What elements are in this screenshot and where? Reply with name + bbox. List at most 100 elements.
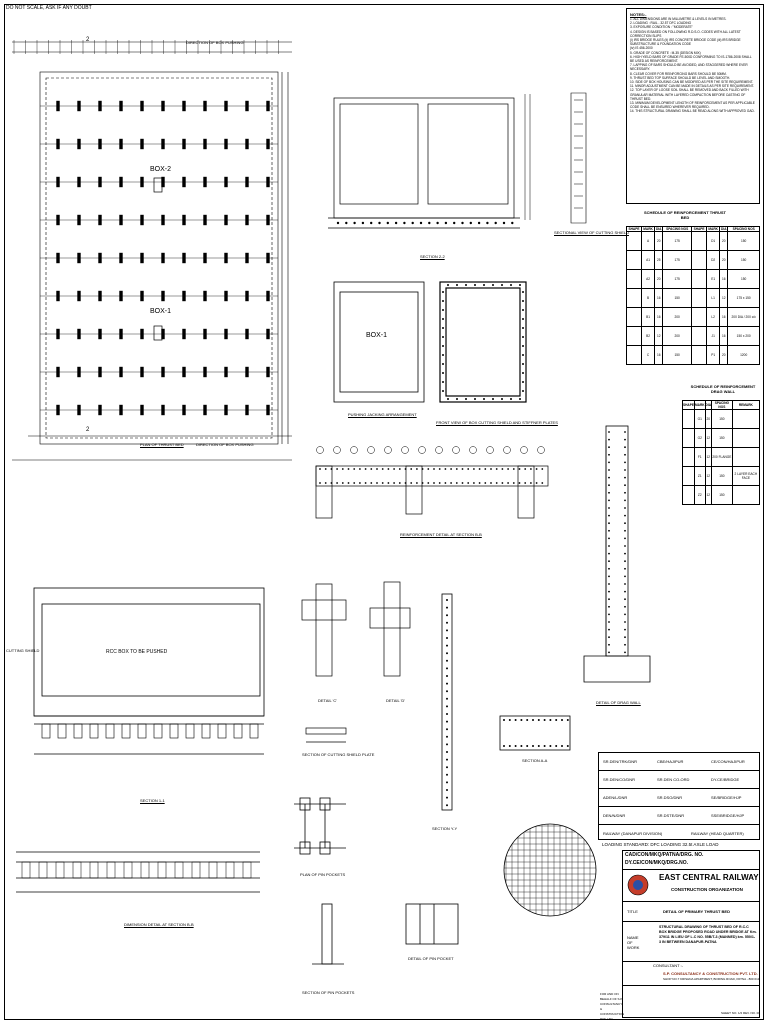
plan-anchor-mark — [203, 328, 207, 340]
rcc-pocket — [137, 723, 147, 739]
drag-bar-dot — [624, 583, 626, 585]
drawing-no-value: DY.CE/CON/MKQ/DRG.NO. — [625, 860, 689, 866]
rebar-dot — [421, 468, 424, 470]
drag-bar-dot — [608, 499, 610, 502]
drag-bar-dot — [608, 514, 610, 517]
schedule-cell: 1200 — [727, 345, 760, 365]
consultant-label: CONSULTANT :- — [653, 963, 684, 968]
plan-anchor-mark — [266, 100, 270, 112]
rcc-pocket — [185, 723, 195, 739]
rebar-mark-bubble — [333, 446, 341, 454]
schedule-cell — [626, 326, 642, 346]
schedule-cell: 150 — [662, 288, 693, 308]
front-stud — [522, 345, 524, 347]
plan-anchor-mark — [77, 366, 81, 378]
rebar-mark-bubble — [486, 446, 494, 454]
schedule-cell: A — [640, 231, 656, 251]
schedule-cell — [731, 409, 761, 429]
schedule-cell — [682, 409, 695, 429]
plan-anchor-mark — [77, 328, 81, 340]
schedule-cell: 150 — [711, 409, 733, 429]
section-cutting-shield-drawing — [305, 727, 347, 743]
railway-name: EAST CENTRAL RAILWAY — [659, 873, 759, 882]
rcc-box-label: RCC BOX TO BE PUSHED — [106, 649, 168, 655]
note-item: 12. TOP LAYER OF LOOSE SOIL SHALL BE REM… — [630, 88, 749, 101]
plan-anchor-mark — [98, 366, 102, 378]
drag-bar-dot — [608, 438, 610, 441]
drag-bar-dot — [624, 560, 626, 563]
rebar-dot — [421, 482, 424, 484]
consultant-name: S.P. CONSULTANCY & CONSTRUCTION PVT. LTD… — [663, 971, 758, 976]
schedule-cell: 175 — [662, 231, 693, 251]
yy-bar-dot — [446, 751, 448, 753]
dimension-pocket — [157, 861, 167, 879]
yy-bar-dot — [446, 705, 448, 708]
rebar-dot — [393, 482, 395, 484]
loading-standard: LOADING STANDARD: DFC LOADING 32.5t AXLE… — [602, 842, 719, 847]
rcc-pocket — [57, 723, 67, 739]
plan-anchor-mark — [140, 290, 144, 302]
front-stud — [456, 398, 458, 400]
plan-anchor-mark — [203, 138, 207, 150]
schedule-cell: 20 — [719, 231, 729, 251]
plan-anchor-mark — [140, 366, 144, 378]
rebar-mark-bubble — [452, 446, 460, 454]
schedule-cell: 16 — [654, 307, 664, 327]
plan-anchor-mark — [56, 214, 60, 226]
yy-bar-dot — [446, 743, 448, 746]
notes-panel: NOTES:- 1. ALL DIMENSIONS ARE IN MILLIME… — [626, 8, 760, 204]
note-item: 7. LAPPING OF BARS SHOULD BE AVOIDED, AN… — [630, 63, 748, 72]
plan-anchor-mark — [56, 252, 60, 264]
drag-bar-dot — [624, 469, 626, 471]
schedule-header-cell: MARK — [694, 400, 706, 410]
signature-cell: SE/BRIDGE/HJP — [711, 795, 742, 800]
rcc-pocket — [249, 723, 259, 739]
front-stud — [442, 318, 444, 320]
drag-bar-dot — [608, 476, 610, 479]
section22-bar-dot — [345, 221, 348, 225]
rebar-dot — [410, 468, 413, 470]
plan-anchor-mark — [140, 252, 144, 264]
schedule-cell: 175 — [662, 250, 693, 270]
plan-anchor-mark — [224, 100, 228, 112]
rebar-dot — [438, 482, 441, 484]
plan-anchor-mark — [161, 328, 165, 340]
work-label: NAME OF WORK — [627, 935, 640, 950]
drag-bar-dot — [624, 484, 626, 487]
rebar-dot — [495, 468, 498, 470]
plan-anchor-mark — [119, 366, 123, 378]
plan-box2-label: BOX-2 — [150, 166, 172, 173]
for-behalf-line: FOR AND ON BEHALF OF S.P. CONSULTANCY & … — [600, 992, 625, 1021]
schedule-cell — [691, 250, 708, 270]
aa-bar-dot — [526, 745, 529, 747]
rebar-mark-bubble — [520, 446, 528, 454]
rcc-pocket — [153, 723, 163, 739]
front-stud — [442, 354, 444, 356]
schedule-cell: J1 — [706, 326, 721, 346]
front-stud — [522, 363, 524, 365]
drag-bar-dot — [608, 643, 610, 646]
drag-bar-dot — [608, 590, 610, 593]
schedule-cell: D2 — [706, 250, 721, 270]
section22-bar-dot — [419, 221, 423, 225]
plan-anchor-mark — [56, 138, 60, 150]
drag-bar-dot — [608, 621, 610, 623]
section22-bar-dot — [511, 221, 514, 225]
rebar-dot — [507, 468, 509, 470]
section-yy-drawing — [441, 593, 453, 811]
section22-bar-dot — [494, 221, 497, 225]
rebar-dot — [319, 482, 321, 484]
drag-bar-dot — [624, 507, 626, 509]
drag-bar-dot — [608, 507, 610, 509]
section22-bar-dot — [502, 221, 506, 225]
schedule-cell: 200 — [662, 326, 693, 346]
drag-wall-title: DETAIL OF DRAG WALL — [596, 700, 641, 705]
plan-top-direction: DIRECTION OF BOX PUSHING — [186, 40, 244, 45]
dimension-bb-drawing — [16, 851, 260, 893]
front-stud — [492, 284, 494, 286]
plan-anchor-mark — [119, 404, 123, 416]
rebar-dot — [336, 468, 338, 470]
